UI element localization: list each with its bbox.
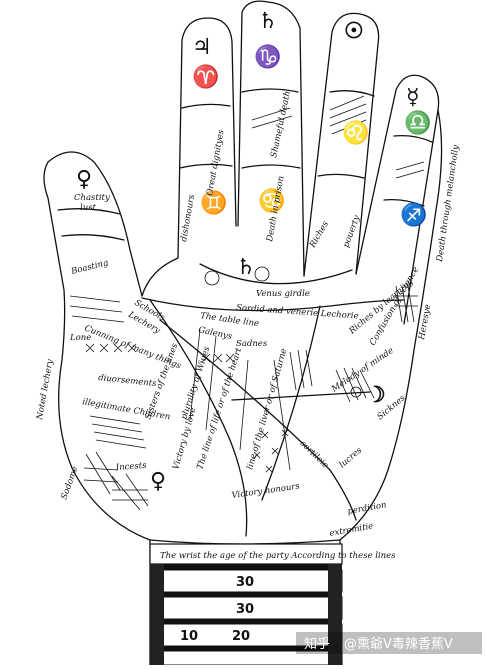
label-lucres: lucres <box>338 445 365 470</box>
venus-icon: ♀ <box>76 166 92 192</box>
hand-outline <box>43 0 443 666</box>
gemini-icon: ♊ <box>200 190 227 216</box>
watermark-platform: 知乎 <box>304 636 330 652</box>
venus-girdle-line <box>199 263 353 285</box>
label-sortileie: sortileie <box>298 439 330 471</box>
capricorn-icon: ♑ <box>254 44 281 70</box>
label-perdition: perdition <box>347 500 388 517</box>
planet-symbols: ♃ ♈ ♄ ♑ ☉ ♌ ☿ ♎ ♐ ♀ ♊ ♋ ♄ ♀ ☽ <box>76 8 431 494</box>
label-sadnes: Sadnes <box>236 339 268 349</box>
label-riches: Riches <box>307 219 331 250</box>
moon-icon: ☽ <box>366 382 386 408</box>
label-dishonours: dishonours <box>179 193 197 242</box>
saturn-small-icon: ♄ <box>236 254 256 280</box>
watermark: 知乎 @熏爺V毒辣香蕉V <box>296 632 482 654</box>
saturn-icon: ♄ <box>258 8 278 34</box>
wrist-line-label: The wrist the age of the party According… <box>160 551 396 561</box>
age-30b: 30 <box>236 602 254 617</box>
label-incests: Incests <box>115 461 148 473</box>
label-heresye: Heresye <box>417 304 433 342</box>
age-10: 10 <box>180 629 198 644</box>
label-liver-saturne: line of the liver or of Saturne <box>245 347 289 470</box>
palm-labels: Chastity lust Boasting dishonours Oreat … <box>35 90 461 539</box>
finger-creases <box>57 88 433 241</box>
age-30a: 30 <box>236 575 254 590</box>
wrist-age-bands: The wrist the age of the party According… <box>149 543 396 666</box>
watermark-user: @熏爺V毒辣香蕉V <box>344 637 453 652</box>
saturne-line <box>261 305 321 501</box>
libra-icon: ♎ <box>404 110 431 136</box>
sagittarius-icon: ♐ <box>400 202 427 228</box>
heart-line <box>149 299 248 537</box>
hatching-marks <box>69 95 425 511</box>
mercury-icon: ☿ <box>406 84 420 110</box>
label-lone: Lone <box>69 333 91 343</box>
label-chastity: Chastity <box>74 193 110 203</box>
label-diuorsements: diuorsements <box>98 373 158 389</box>
label-noted-lechery: Noted lechery <box>35 358 56 421</box>
label-sodome: Sodome <box>59 465 80 501</box>
age-20: 20 <box>232 629 250 644</box>
palm-lines <box>141 263 405 537</box>
sun-icon: ☉ <box>344 18 364 44</box>
label-death-melancholly: Death through melancholly <box>435 144 461 263</box>
table-line <box>141 297 405 312</box>
label-venus-girdle: Venus girdle <box>256 289 310 299</box>
label-victory-honours: Victory honours <box>231 481 301 501</box>
label-lust: lust <box>80 203 97 213</box>
cancer-icon: ♋ <box>258 188 285 214</box>
venus-lower-icon: ♀ <box>150 468 166 494</box>
label-extremitie: extremitie <box>329 521 374 539</box>
melancholy-line <box>231 391 371 401</box>
aries-icon: ♈ <box>192 64 219 90</box>
label-oreat-dignityes: Oreat dignityes <box>205 129 227 197</box>
leo-icon: ♌ <box>342 120 369 146</box>
label-shame-death: Shameful death <box>269 90 293 159</box>
label-boasting: Boasting <box>69 258 110 277</box>
jupiter-icon: ♃ <box>192 34 212 60</box>
